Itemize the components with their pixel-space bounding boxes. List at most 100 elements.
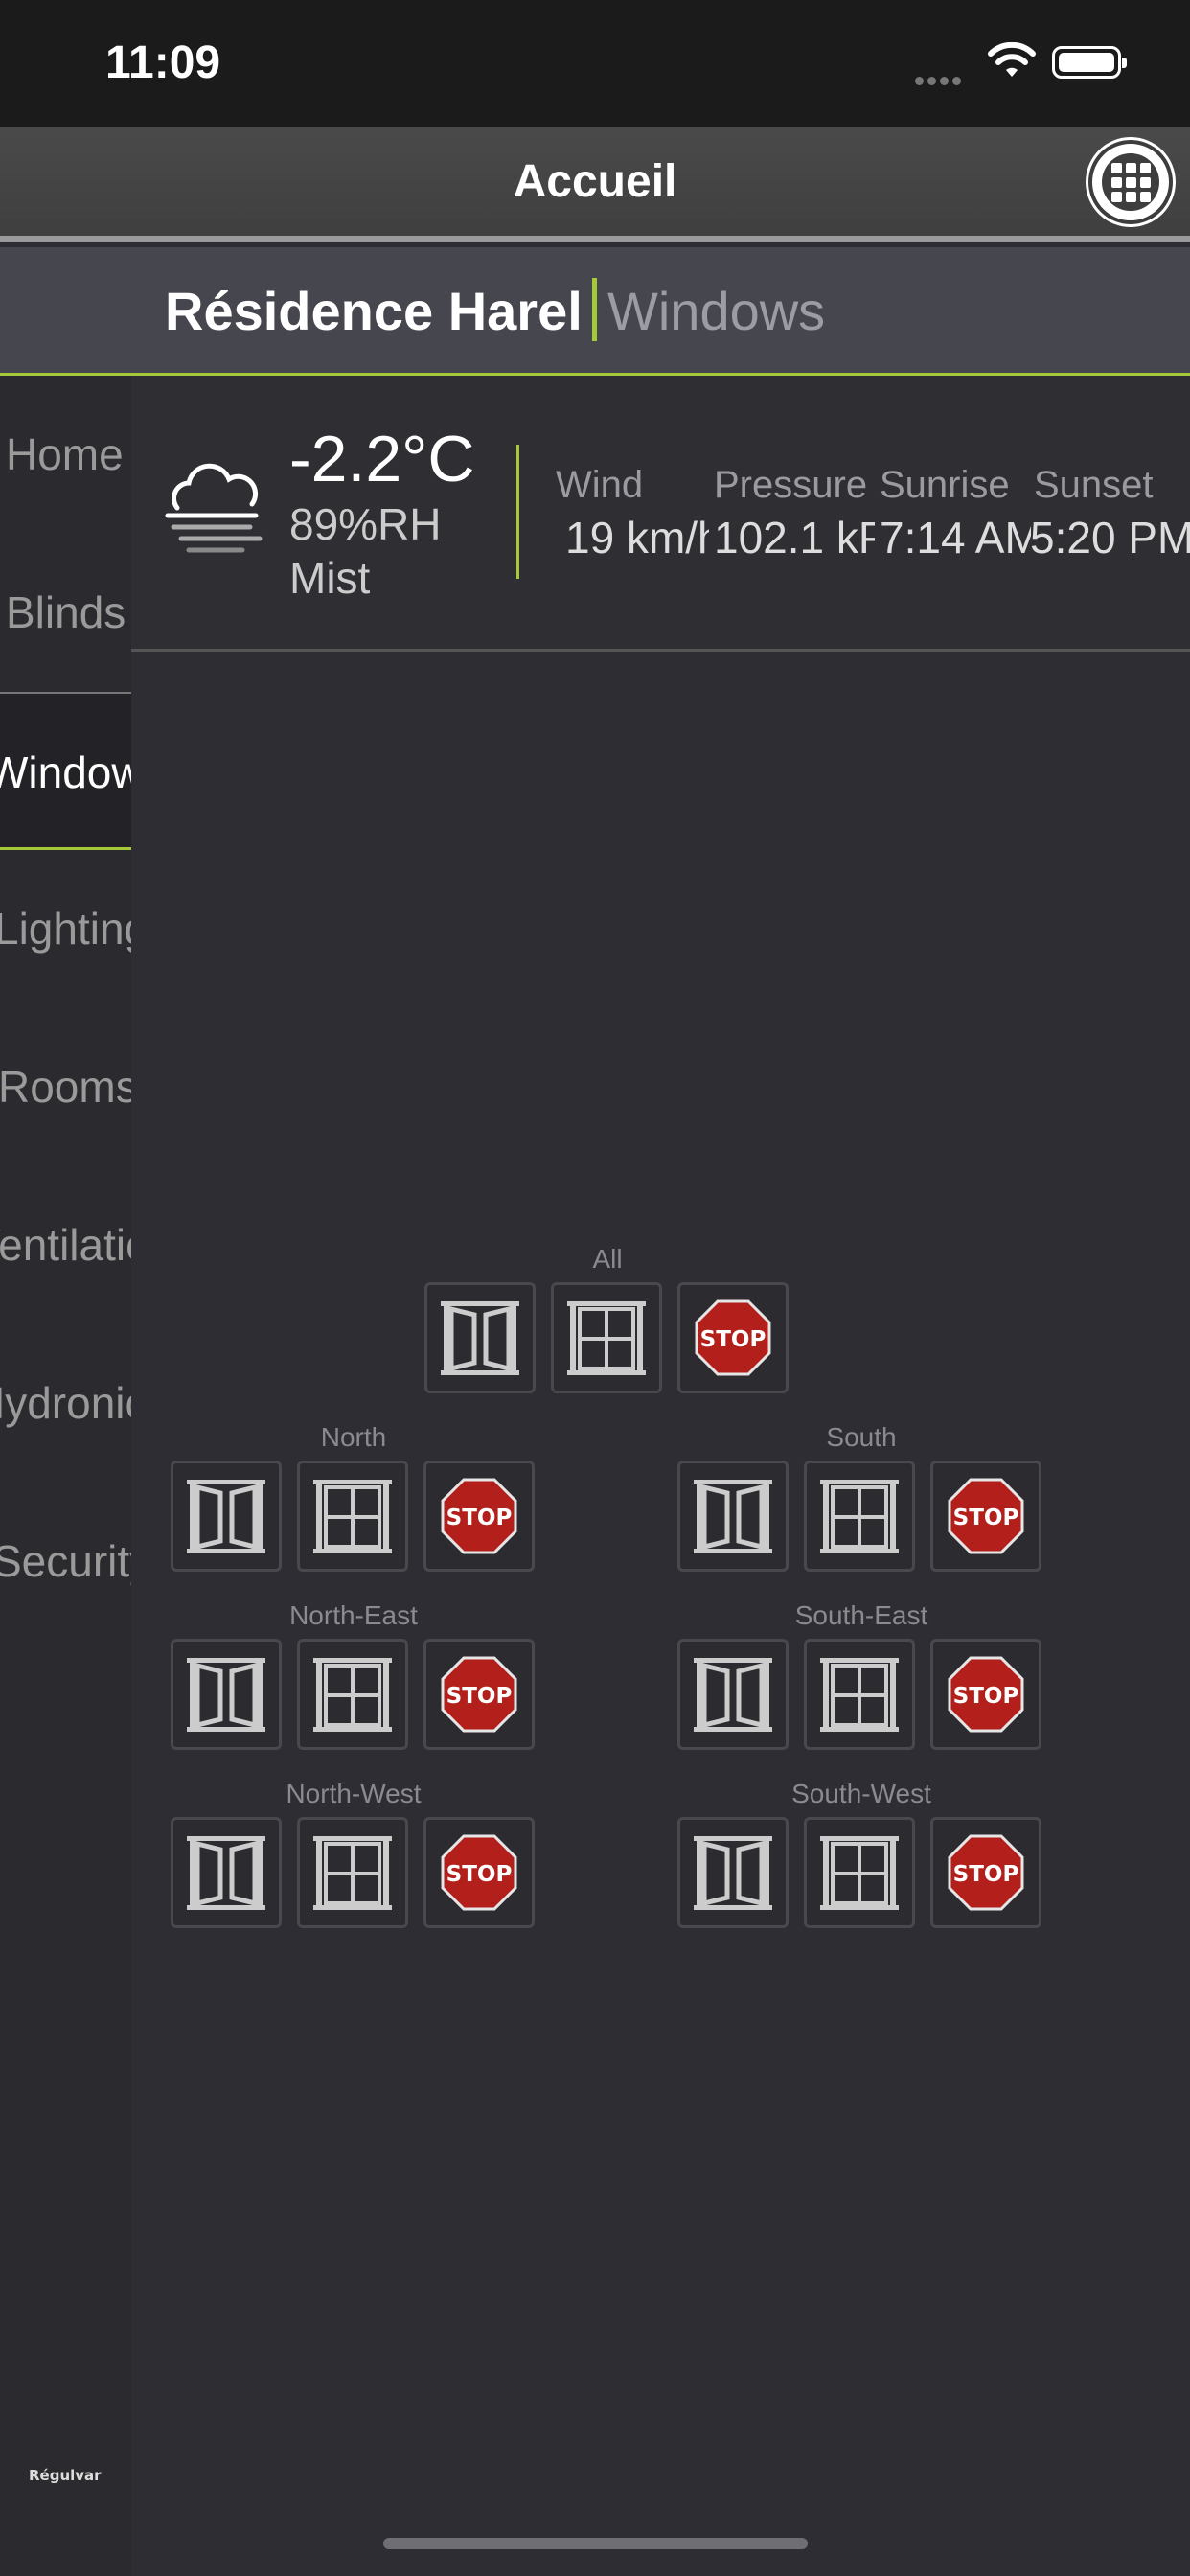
- group-label-north-west: North-West: [286, 1779, 422, 1808]
- wifi-icon: [988, 42, 1036, 77]
- north-open-button[interactable]: [171, 1460, 282, 1572]
- window-open-icon: [187, 1658, 265, 1732]
- group-label-south: South: [826, 1422, 897, 1452]
- temperature: -2.2°C: [289, 423, 475, 495]
- group-label-north-east: North-East: [289, 1600, 418, 1630]
- north-stop-button[interactable]: STOP: [423, 1460, 535, 1572]
- group-label-north: North: [320, 1422, 387, 1452]
- window-open-icon: [441, 1301, 519, 1375]
- pressure-value: 102.1 kPa: [714, 513, 875, 563]
- window-closed-icon: [820, 1480, 899, 1553]
- pressure-label: Pressure: [714, 464, 868, 506]
- window-open-icon: [694, 1836, 772, 1910]
- north-west-stop-button[interactable]: STOP: [423, 1817, 535, 1928]
- mist-cloud-icon: [165, 463, 263, 553]
- sidebar-item-home[interactable]: Home: [0, 376, 131, 534]
- south-west-stop-button[interactable]: STOP: [930, 1817, 1041, 1928]
- south-open-button[interactable]: [677, 1460, 789, 1572]
- battery-icon: [1052, 46, 1127, 79]
- window-closed-icon: [313, 1836, 392, 1910]
- window-open-icon: [187, 1480, 265, 1553]
- svg-text:STOP: STOP: [953, 1506, 1019, 1530]
- north-west-close-button[interactable]: [297, 1817, 408, 1928]
- window-closed-icon: [820, 1658, 899, 1732]
- stop-sign-icon: STOP: [695, 1300, 771, 1376]
- south-west-close-button[interactable]: [804, 1817, 915, 1928]
- sidebar-item-hydronic[interactable]: Hydronic: [0, 1324, 131, 1483]
- sidebar-item-label: Security: [0, 1536, 131, 1586]
- stop-sign-icon: STOP: [441, 1656, 517, 1733]
- sidebar-item-windows[interactable]: Windows: [0, 692, 131, 850]
- window-closed-icon: [820, 1836, 899, 1910]
- home-indicator[interactable]: [383, 2538, 808, 2549]
- stop-sign-icon: STOP: [948, 1656, 1024, 1733]
- svg-text:STOP: STOP: [953, 1862, 1019, 1887]
- group-label-south-east: South-East: [794, 1600, 928, 1630]
- window-open-icon: [187, 1836, 265, 1910]
- stop-sign-icon: STOP: [441, 1834, 517, 1911]
- svg-text:STOP: STOP: [700, 1327, 767, 1352]
- south-east-close-button[interactable]: [804, 1639, 915, 1750]
- svg-text:STOP: STOP: [446, 1862, 513, 1887]
- page-header: Résidence Harel Windows: [0, 247, 1190, 376]
- grid-menu-button[interactable]: [1088, 140, 1173, 224]
- window-closed-icon: [313, 1658, 392, 1732]
- south-east-stop-button[interactable]: STOP: [930, 1639, 1041, 1750]
- svg-text:STOP: STOP: [446, 1506, 513, 1530]
- north-east-stop-button[interactable]: STOP: [423, 1639, 535, 1750]
- sidebar-item-label: Lighting: [0, 904, 131, 954]
- sidebar-item-security[interactable]: Security: [0, 1483, 131, 1641]
- wind-stat: Wind 19 km/h: [556, 464, 709, 564]
- page-title: Windows: [607, 281, 826, 341]
- wind-value: 19 km/h: [565, 513, 709, 563]
- sidebar-item-lighting[interactable]: Lighting: [0, 850, 131, 1008]
- sunrise-label: Sunrise: [880, 464, 1010, 506]
- south-west-open-button[interactable]: [677, 1817, 789, 1928]
- all-close-button[interactable]: [551, 1282, 662, 1393]
- wind-label: Wind: [556, 464, 644, 506]
- cellular-signal-icon: [915, 71, 969, 85]
- pressure-stat: Pressure 102.1 kPa: [714, 464, 875, 564]
- group-label-south-west: South-West: [791, 1779, 931, 1808]
- window-open-icon: [694, 1480, 772, 1553]
- sidebar-item-label: Hydronic: [0, 1378, 131, 1428]
- svg-text:STOP: STOP: [953, 1684, 1019, 1709]
- humidity: 89%RH: [289, 499, 442, 549]
- north-east-close-button[interactable]: [297, 1639, 408, 1750]
- sidebar-item-blinds[interactable]: Blinds: [0, 534, 131, 692]
- residence-name: Résidence Harel: [165, 281, 583, 341]
- sunrise-stat: Sunrise 7:14 AM: [880, 464, 1031, 564]
- weather-panel: -2.2°C 89%RH Mist Wind 19 km/h Pressure …: [131, 376, 1190, 652]
- brand-logo: Régulvar: [29, 2467, 102, 2484]
- south-east-open-button[interactable]: [677, 1639, 789, 1750]
- sunset-label: Sunset: [1034, 464, 1154, 506]
- sidebar: Home Blinds Windows Lighting Rooms Venti…: [0, 376, 131, 2576]
- weather-divider: [516, 445, 519, 579]
- sidebar-item-label: Home: [6, 429, 124, 479]
- window-open-icon: [694, 1658, 772, 1732]
- north-west-open-button[interactable]: [171, 1817, 282, 1928]
- sidebar-item-label: Blinds: [6, 587, 126, 637]
- stop-sign-icon: STOP: [441, 1478, 517, 1554]
- all-open-button[interactable]: [424, 1282, 536, 1393]
- group-label-all: All: [592, 1244, 623, 1274]
- south-close-button[interactable]: [804, 1460, 915, 1572]
- window-closed-icon: [567, 1301, 646, 1375]
- sidebar-item-ventilation[interactable]: Ventilation: [0, 1166, 131, 1324]
- navigation-bar: Accueil: [0, 126, 1190, 242]
- north-close-button[interactable]: [297, 1460, 408, 1572]
- grid-icon: [1102, 153, 1159, 211]
- sunset-value: 5:20 PM: [1030, 513, 1190, 563]
- sidebar-item-label: Rooms: [0, 1062, 131, 1112]
- nav-title: Accueil: [513, 156, 677, 207]
- stop-sign-icon: STOP: [948, 1834, 1024, 1911]
- sidebar-item-label: Windows: [0, 748, 131, 797]
- all-stop-button[interactable]: STOP: [677, 1282, 789, 1393]
- sunset-stat: Sunset 5:20 PM: [1030, 464, 1190, 564]
- south-stop-button[interactable]: STOP: [930, 1460, 1041, 1572]
- sidebar-item-label: Ventilation: [0, 1220, 131, 1270]
- sidebar-item-rooms[interactable]: Rooms: [0, 1008, 131, 1166]
- status-time: 11:09: [105, 37, 221, 88]
- window-closed-icon: [313, 1480, 392, 1553]
- north-east-open-button[interactable]: [171, 1639, 282, 1750]
